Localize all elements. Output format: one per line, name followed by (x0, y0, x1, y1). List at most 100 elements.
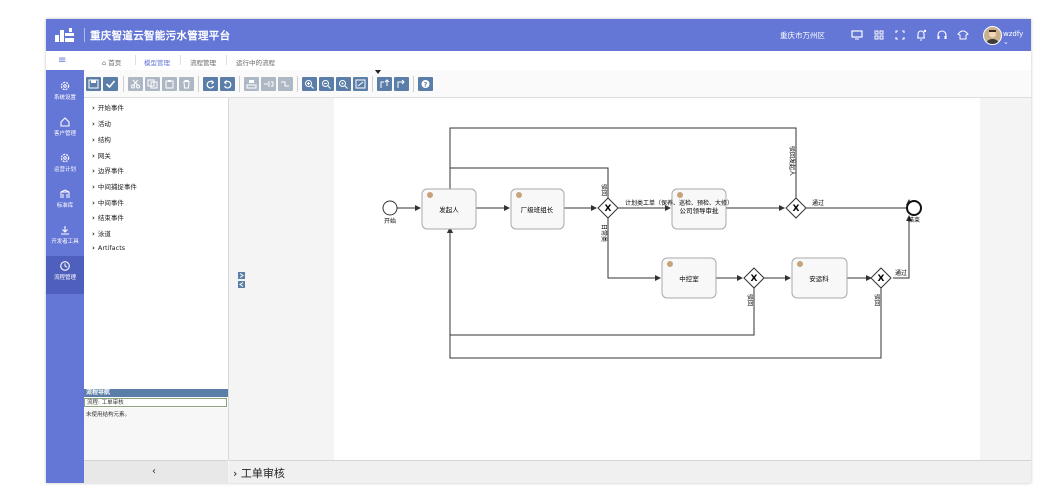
start-label: 开始 (384, 217, 396, 225)
palette-group-structural[interactable]: ›结构 (92, 136, 111, 144)
gateway-2[interactable]: X (785, 197, 807, 219)
zoom-fit-icon (355, 79, 366, 89)
zoom-out-button[interactable] (319, 77, 334, 91)
add-bendpoint-button[interactable] (261, 77, 276, 91)
zoom-actual-button[interactable] (336, 77, 351, 91)
bend-remove-icon (281, 81, 289, 87)
app-window: 重庆智道云智能污水管理平台 重庆市万州区 wzdfy ⌄ ≡ ⌂ 首页 模型管理… (46, 19, 1031, 483)
task-label-control-room: 中控室 (679, 274, 699, 283)
paste-icon (165, 80, 174, 89)
remove-connector-button[interactable] (394, 77, 409, 91)
toolbar-divider (123, 76, 124, 92)
app-title: 重庆智道云智能污水管理平台 (90, 30, 231, 42)
help-button[interactable]: ? (418, 77, 433, 91)
breadcrumb-model-management[interactable]: 模型管理 (144, 59, 170, 67)
collapse-chevron-icon: ‹ (152, 466, 156, 477)
clock-icon (60, 261, 70, 271)
task-company-approval[interactable] (671, 188, 727, 230)
menu-toggle-icon[interactable]: ≡ (58, 55, 67, 66)
username[interactable]: wzdfy ⌄ (1003, 30, 1024, 46)
process-diagram: X X X X 开始 结束 发起人 厂级班组长 公司领导审批 (382, 127, 922, 359)
end-event[interactable] (906, 200, 922, 216)
flow-label-plan-order: 计划类工单（保养、巡检、预检、大修） (625, 199, 733, 207)
copy-icon (147, 79, 158, 89)
breadcrumb-running-process[interactable]: 运行中的流程 (236, 59, 275, 67)
editor-toolbar: ? (84, 70, 1031, 98)
palette-group-swimlanes[interactable]: ›泳道 (92, 230, 111, 238)
flow-label-reject-2: 驳回 (746, 294, 754, 306)
gear-icon (60, 81, 70, 91)
palette-group-activities[interactable]: ›活动 (92, 120, 111, 128)
svg-text:?: ? (424, 80, 428, 88)
navigator-process-item[interactable]: 流程: 工单审核 (84, 398, 227, 407)
sidebar: 系统设置 客户管理 运营计划 标准库 开发者工具 流程管理 (46, 70, 84, 483)
zoom-fit-button[interactable] (353, 77, 368, 91)
task-team-leader[interactable] (510, 188, 565, 230)
sidebar-item-standard-library[interactable]: 标准库 (46, 184, 84, 220)
copy-button[interactable] (145, 77, 160, 91)
delete-icon (183, 80, 190, 89)
palette-group-start-events[interactable]: ›开始事件 (92, 104, 124, 112)
paste-button[interactable] (162, 77, 177, 91)
breadcrumb-process-management[interactable]: 流程管理 (190, 59, 216, 67)
add-connector-button[interactable] (377, 77, 392, 91)
grid-icon[interactable] (872, 28, 886, 42)
redo-button[interactable] (203, 77, 218, 91)
delete-button[interactable] (179, 77, 194, 91)
palette-group-gateways[interactable]: ›网关 (92, 152, 111, 160)
toolbar-divider (413, 76, 414, 92)
monitor-icon[interactable] (850, 28, 864, 42)
align-icon (246, 80, 257, 89)
shirt-icon[interactable] (956, 28, 970, 42)
task-label-safety-dept: 安运科 (809, 274, 829, 283)
task-control-room[interactable] (661, 257, 717, 299)
gateway-4[interactable]: X (870, 267, 892, 289)
task-safety-dept[interactable] (791, 257, 848, 299)
toolbar-divider (372, 76, 373, 92)
remove-bendpoint-button[interactable] (278, 77, 293, 91)
svg-text:X: X (751, 274, 758, 284)
process-title-bar: › 工单审核 (229, 460, 1031, 483)
cut-button[interactable] (128, 77, 143, 91)
flow-label-reject-to-initiator: 驳回发起人 (788, 146, 796, 176)
palette-group-boundary-events[interactable]: ›边界事件 (92, 167, 124, 175)
palette-collapse-bar[interactable]: ‹ (84, 460, 228, 483)
save-icon (88, 79, 99, 89)
connector-add-icon (380, 79, 390, 88)
process-title: › 工单审核 (233, 467, 285, 480)
task-label-initiator: 发起人 (439, 205, 459, 214)
toolbar-divider (239, 76, 240, 92)
sidebar-item-developer-tools[interactable]: 开发者工具 (46, 220, 84, 256)
sidebar-item-customer-management[interactable]: 客户管理 (46, 112, 84, 148)
sidebar-item-process-management[interactable]: 流程管理 (46, 256, 84, 294)
save-button[interactable] (86, 77, 101, 91)
palette-group-artifacts[interactable]: ›Artifacts (92, 244, 126, 252)
palette-group-intermediate-events[interactable]: ›中间事件 (92, 199, 124, 207)
headset-icon[interactable] (935, 28, 949, 42)
flow-lines (397, 127, 912, 359)
palette-group-end-events[interactable]: ›结束事件 (92, 214, 124, 222)
task-initiator[interactable] (421, 188, 477, 230)
gateway-3[interactable]: X (743, 267, 765, 289)
download-icon (61, 226, 69, 235)
bend-add-icon (264, 81, 274, 87)
breadcrumb: ≡ ⌂ 首页 模型管理 流程管理 运行中的流程 (46, 51, 1031, 71)
panel-collapse-arrows-icon[interactable] (238, 272, 245, 288)
fullscreen-icon[interactable] (893, 28, 907, 42)
palette-group-catch-events[interactable]: ›中间捕捉事件 (92, 183, 137, 191)
region-selector[interactable]: 重庆市万州区 (780, 31, 825, 40)
caret-down-icon (375, 70, 381, 74)
sidebar-item-operation-plan[interactable]: 运营计划 (46, 148, 84, 184)
zoom-in-button[interactable] (302, 77, 317, 91)
gateway-1[interactable]: X (597, 197, 619, 219)
start-event[interactable] (382, 200, 398, 216)
align-button[interactable] (244, 77, 259, 91)
sidebar-item-system-settings[interactable]: 系统设置 (46, 76, 84, 112)
undo-button[interactable] (220, 77, 235, 91)
avatar[interactable] (983, 26, 1002, 45)
validate-button[interactable] (103, 77, 118, 91)
diagram-canvas[interactable]: X X X X 开始 结束 发起人 厂级班组长 公司领导审批 (334, 98, 980, 460)
navigator-note: 未使用结构元素。 (86, 412, 131, 418)
bell-icon[interactable] (914, 28, 928, 42)
breadcrumb-home[interactable]: ⌂ 首页 (102, 59, 122, 67)
